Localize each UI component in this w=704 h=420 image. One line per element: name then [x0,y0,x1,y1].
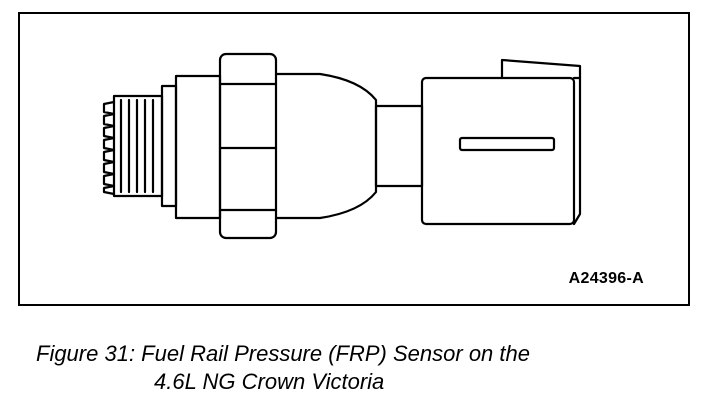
frp-sensor-drawing [102,52,582,240]
electrical-connector [420,58,582,226]
base-collar [174,74,222,220]
figure-id-label: A24396-A [568,270,644,287]
hex-body [218,52,278,240]
figure-frame: A24396-A [18,12,690,306]
threaded-fitting [102,84,178,208]
transition-cone [274,72,378,220]
figure-caption: Figure 31: Fuel Rail Pressure (FRP) Sens… [36,340,530,396]
connector-neck [374,104,424,188]
caption-line-1: Figure 31: Fuel Rail Pressure (FRP) Sens… [36,341,530,366]
caption-line-2: 4.6L NG Crown Victoria [154,369,385,394]
